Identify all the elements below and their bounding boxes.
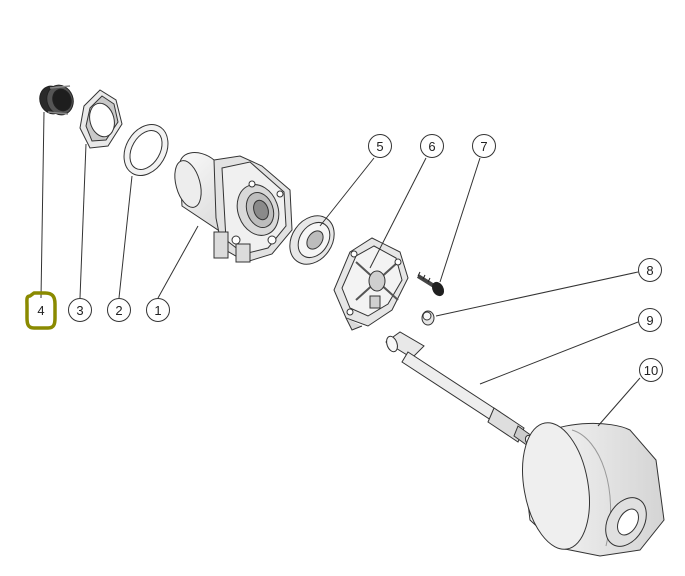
callout-6-label: 6 — [428, 139, 435, 154]
part-10-wheel — [522, 422, 665, 557]
callout-1-label: 1 — [154, 303, 161, 318]
part-8-plug — [421, 310, 435, 326]
callout-6: 6 — [420, 134, 444, 158]
leader-lines — [40, 111, 641, 427]
part-1-housing — [174, 152, 293, 263]
callout-4-label: 4 — [37, 303, 44, 318]
callout-5: 5 — [368, 134, 392, 158]
callout-3: 3 — [68, 298, 92, 322]
callout-8-circle — [638, 258, 662, 282]
callout-2: 2 — [107, 298, 131, 322]
leader-line-2 — [118, 175, 133, 299]
callout-10-circle — [639, 358, 663, 382]
callout-10: 10 — [639, 358, 663, 382]
leader-line-5 — [319, 157, 375, 227]
leader-line-9 — [479, 321, 639, 385]
part-2-washer — [123, 124, 169, 176]
leader-line-4 — [40, 111, 45, 299]
leader-line-8 — [435, 271, 639, 317]
callout-2-circle — [107, 298, 131, 322]
part-9-shaft — [385, 331, 536, 448]
callout-9-circle — [638, 308, 662, 332]
callout-1: 1 — [146, 298, 170, 322]
part-7-screw — [416, 271, 445, 297]
callout-5-circle — [368, 134, 392, 158]
callout-7-circle — [472, 134, 496, 158]
callout-2-label: 2 — [115, 303, 122, 318]
callout-6-circle — [420, 134, 444, 158]
part-6-cover-plate — [333, 237, 409, 331]
callout-5-label: 5 — [376, 139, 383, 154]
leader-line-10 — [597, 377, 641, 427]
part-5-seal — [289, 215, 335, 265]
callout-7: 7 — [472, 134, 496, 158]
leader-line-3 — [79, 143, 87, 299]
callout-3-circle — [68, 298, 92, 322]
callout-1-circle — [146, 298, 170, 322]
callout-8: 8 — [638, 258, 662, 282]
callout-3-label: 3 — [76, 303, 83, 318]
leader-line-7 — [439, 157, 481, 283]
callout-10-label: 10 — [644, 363, 658, 378]
part-3-hex-nut — [79, 89, 123, 149]
leader-line-6 — [369, 157, 427, 269]
callout-7-label: 7 — [480, 139, 487, 154]
callout-4-highlight — [25, 291, 57, 330]
callout-4: 4 — [37, 303, 44, 318]
callout-9: 9 — [638, 308, 662, 332]
callout-9-label: 9 — [646, 313, 653, 328]
part-4-cap — [39, 84, 74, 116]
callout-8-label: 8 — [646, 263, 653, 278]
leader-line-1 — [157, 225, 199, 299]
